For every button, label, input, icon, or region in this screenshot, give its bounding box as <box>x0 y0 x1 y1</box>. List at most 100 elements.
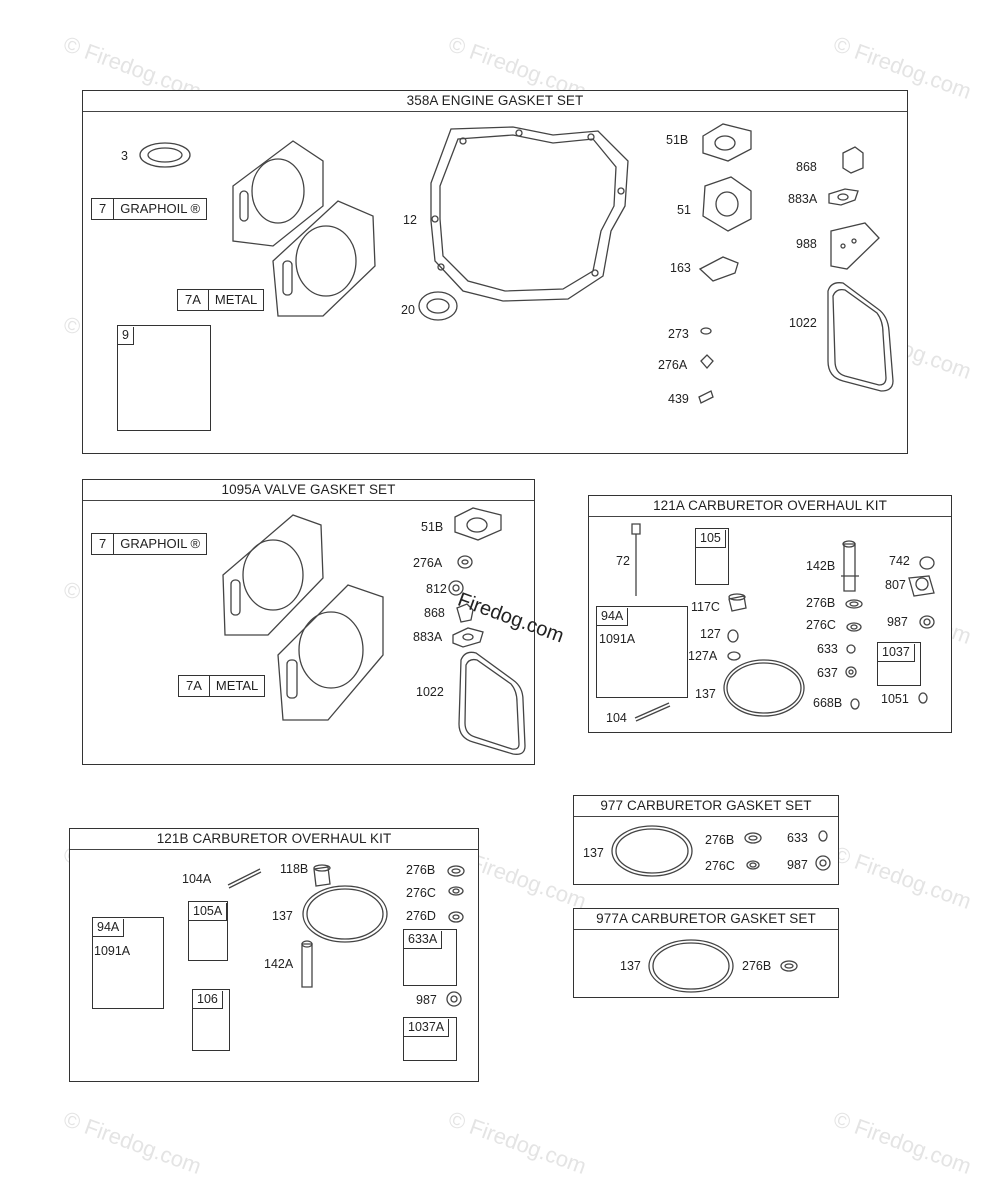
tag-text: METAL <box>215 678 259 693</box>
part-label-276c: 276C <box>406 886 436 900</box>
part-label-883a: 883A <box>413 630 443 644</box>
part-label-987: 987 <box>787 858 808 872</box>
tag-number: 7A <box>179 676 210 696</box>
subkit-number: 105 <box>696 530 726 548</box>
engine-gasket-set-panel: 358A ENGINE GASKET SET <box>82 90 908 454</box>
panel-title: 1095A VALVE GASKET SET <box>83 480 534 501</box>
part-label-142b: 142B <box>806 559 836 573</box>
part-label-276a: 276A <box>658 358 688 372</box>
part-label-883a: 883A <box>788 192 818 206</box>
part-label-127a: 127A <box>688 649 718 663</box>
part-label-163: 163 <box>670 261 691 275</box>
subkit-number: 9 <box>118 327 134 345</box>
subkit-number: 105A <box>189 903 228 921</box>
part-label-987: 987 <box>416 993 437 1007</box>
part-label-276c: 276C <box>705 859 735 873</box>
part-label-868: 868 <box>796 160 817 174</box>
carburetor-gasket-977a-drawing <box>648 939 798 993</box>
part-label-142a: 142A <box>264 957 294 971</box>
part-label-118b: 118B <box>280 862 309 876</box>
part-label-273: 273 <box>668 327 689 341</box>
panel-title: 121B CARBURETOR OVERHAUL KIT <box>70 829 478 850</box>
part-label-137: 137 <box>695 687 716 701</box>
watermark: © Firedog.com <box>445 1106 590 1180</box>
part-label-276a: 276A <box>413 556 443 570</box>
part-label-276b: 276B <box>705 833 735 847</box>
part-label-137: 137 <box>272 909 293 923</box>
part-label-137: 137 <box>583 846 604 860</box>
watermark: © Firedog.com <box>830 1106 975 1180</box>
part-label-104a: 104A <box>182 872 212 886</box>
subkit-number: 106 <box>193 991 223 1009</box>
panel-title: 977 CARBURETOR GASKET SET <box>574 796 838 817</box>
subkit-106: 106 <box>192 989 230 1051</box>
subkit-94a: 94A <box>596 606 688 698</box>
subkit-105: 105 <box>695 528 729 585</box>
panel-title: 358A ENGINE GASKET SET <box>83 91 907 112</box>
part-label-72: 72 <box>616 554 630 568</box>
part-label-276c: 276C <box>806 618 836 632</box>
part-label-1091a: 1091A <box>94 944 131 958</box>
part-label-812: 812 <box>426 582 447 596</box>
part-label-1091a: 1091A <box>599 632 636 646</box>
subkit-633a: 633A <box>403 929 457 986</box>
valve-gasket-set-panel: 1095A VALVE GASKET SET 7 GRAPHOIL ® 7A M… <box>82 479 535 765</box>
subkit-number: 1037A <box>404 1019 450 1037</box>
tag-text: GRAPHOIL ® <box>120 201 201 216</box>
part-label-20: 20 <box>401 303 415 317</box>
subkit-number: 94A <box>93 919 125 937</box>
part-label-117c: 117C <box>691 600 720 614</box>
part-label-868: 868 <box>424 606 445 620</box>
part-label-51: 51 <box>677 203 691 217</box>
metal-tag: 7A METAL <box>177 289 265 311</box>
part-label-668b: 668B <box>813 696 843 710</box>
part-label-807: 807 <box>885 578 906 592</box>
subkit-94a: 94A <box>92 917 164 1009</box>
watermark: © Firedog.com <box>830 841 975 915</box>
graphoil-tag: 7 GRAPHOIL ® <box>91 533 208 555</box>
subkit-number: 1037 <box>878 644 915 662</box>
part-label-987: 987 <box>887 615 908 629</box>
part-label-276b: 276B <box>806 596 836 610</box>
part-label-3: 3 <box>121 149 128 163</box>
part-label-137: 137 <box>620 959 641 973</box>
tag-number: 7 <box>92 534 115 554</box>
part-label-633: 633 <box>787 831 808 845</box>
tag-text: METAL <box>214 292 258 307</box>
subkit-1037: 1037 <box>877 642 921 686</box>
subkit-9: 9 <box>117 325 211 431</box>
subkit-number: 633A <box>404 931 443 949</box>
part-label-1022: 1022 <box>789 316 817 330</box>
subkit-105a: 105A <box>188 901 228 961</box>
part-label-12: 12 <box>403 213 417 227</box>
part-label-439: 439 <box>668 392 689 406</box>
tag-number: 7 <box>92 199 115 219</box>
metal-tag: 7A METAL <box>178 675 266 697</box>
part-label-1051: 1051 <box>881 692 909 706</box>
part-label-104: 104 <box>606 711 627 725</box>
valve-gasket-set-drawing <box>222 507 526 755</box>
carburetor-gasket-set-977a-panel: 977A CARBURETOR GASKET SET 137 276B <box>573 908 839 998</box>
subkit-1037a: 1037A <box>403 1017 457 1061</box>
tag-number: 7A <box>178 290 209 310</box>
part-label-51b: 51B <box>666 133 689 147</box>
watermark: © Firedog.com <box>60 1106 205 1180</box>
carburetor-gasket-set-977-panel: 977 CARBURETOR GASKET SET 137 276B 276C … <box>573 795 839 885</box>
carburetor-gasket-977-drawing <box>611 825 831 877</box>
carburetor-overhaul-kit-121b-panel: 121B CARBURETOR OVERHAUL KIT 94A 105A 10… <box>69 828 479 1082</box>
part-label-51b: 51B <box>421 520 444 534</box>
graphoil-tag: 7 GRAPHOIL ® <box>91 198 208 220</box>
part-label-633: 633 <box>817 642 838 656</box>
carburetor-overhaul-kit-121a-panel: 121A CARBURETOR OVERHAUL KIT <box>588 495 952 733</box>
part-label-742: 742 <box>889 554 910 568</box>
part-label-276b: 276B <box>406 863 436 877</box>
subkit-number: 94A <box>597 608 629 626</box>
part-label-1022: 1022 <box>416 685 444 699</box>
tag-text: GRAPHOIL ® <box>120 536 201 551</box>
panel-title: 121A CARBURETOR OVERHAUL KIT <box>589 496 951 517</box>
part-label-276d: 276D <box>406 909 436 923</box>
part-label-127: 127 <box>700 627 721 641</box>
part-label-637: 637 <box>817 666 838 680</box>
panel-title: 977A CARBURETOR GASKET SET <box>574 909 838 930</box>
part-label-276b: 276B <box>742 959 772 973</box>
